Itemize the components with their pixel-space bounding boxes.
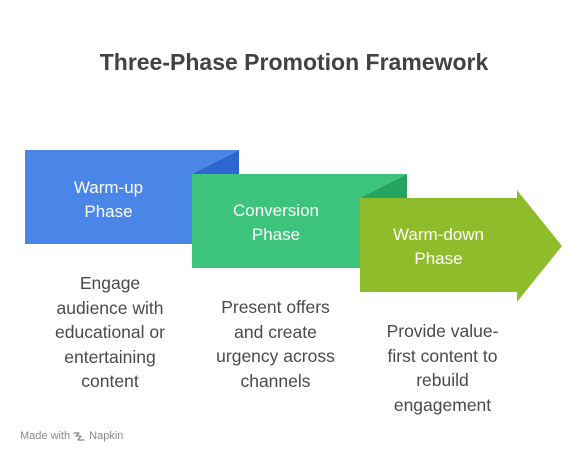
warm-down-desc-line: engagement bbox=[393, 394, 492, 415]
conversion-desc-line: and create bbox=[234, 321, 317, 342]
warm-up-phase-label: Warm-up Phase bbox=[25, 176, 192, 224]
warm-down-phase-arrow bbox=[360, 190, 562, 302]
conversion-desc-line: Present offers bbox=[221, 297, 330, 317]
diagram-title: Three-Phase Promotion Framework bbox=[99, 49, 489, 75]
napkin-logo-icon bbox=[73, 431, 85, 441]
warm-up-desc-line: content bbox=[81, 371, 139, 391]
warm-up-label-line1: Warm-up bbox=[73, 178, 144, 197]
warm-up-phase-shape bbox=[25, 150, 239, 244]
made-with-napkin-footer[interactable]: Made with Napkin bbox=[20, 430, 123, 442]
warm-down-desc-line: Provide value- bbox=[386, 321, 499, 341]
warm-up-desc-line: Engage bbox=[79, 273, 141, 293]
conversion-desc-line: urgency across bbox=[216, 346, 335, 366]
warm-up-desc-line: educational or bbox=[55, 322, 165, 342]
conversion-description: Present offers and create urgency across… bbox=[203, 295, 348, 393]
warm-down-label-line1: Warm-down bbox=[393, 225, 484, 244]
conversion-label-line1: Conversion bbox=[233, 201, 319, 220]
warm-up-desc-line: entertaining bbox=[64, 346, 156, 367]
conversion-phase-shape bbox=[192, 174, 407, 268]
conversion-label-line2: Phase bbox=[251, 225, 301, 244]
conversion-phase-label: Conversion Phase bbox=[192, 199, 360, 247]
napkin-brand-text: Napkin bbox=[89, 430, 124, 442]
warm-down-desc-line: first content to bbox=[387, 345, 498, 366]
warm-down-description: Provide value- first content to rebuild … bbox=[370, 319, 515, 417]
warm-down-label-line2: Phase bbox=[414, 249, 463, 268]
warm-up-phase-fold bbox=[192, 150, 239, 174]
warm-down-phase-label: Warm-down Phase bbox=[360, 223, 517, 271]
made-with-text: Made with bbox=[20, 430, 71, 442]
warm-up-description: Engage audience with educational or ente… bbox=[40, 271, 180, 394]
warm-up-label-line2: Phase bbox=[84, 202, 133, 221]
conversion-phase-fold bbox=[360, 174, 407, 198]
warm-down-desc-line: rebuild bbox=[416, 370, 469, 390]
conversion-desc-line: channels bbox=[240, 370, 311, 391]
warm-up-desc-line: audience with bbox=[56, 297, 164, 318]
